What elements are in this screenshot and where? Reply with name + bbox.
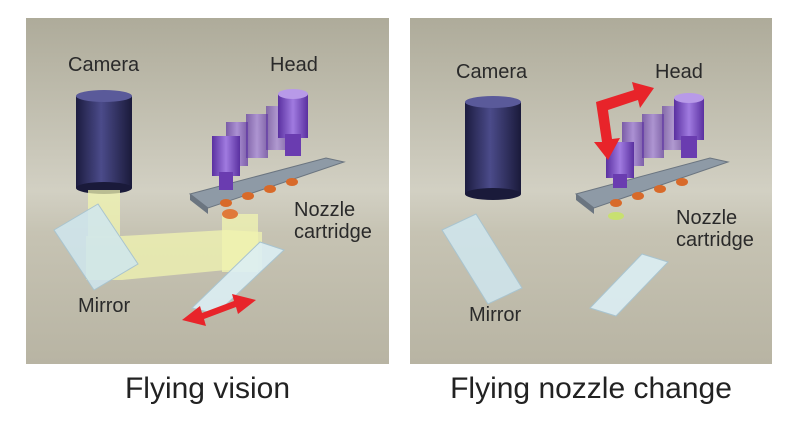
mirror-label: Mirror (78, 295, 131, 317)
head-label: Head (655, 61, 703, 83)
nozzle-cartridge-icon (188, 157, 346, 219)
mirror-label: Mirror (469, 304, 522, 326)
camera-label: Camera (456, 61, 528, 83)
mirror-icon (53, 203, 139, 291)
flying-nozzle-change-illustration (410, 18, 772, 364)
flying-vision-illustration (26, 18, 389, 364)
nozzle-cartridge-label-line1: Nozzle (294, 199, 356, 221)
nozzle-cartridge-label-line2: cartridge (676, 229, 754, 251)
flying-vision-panel: Camera Head Nozzle cartridge Mirror (26, 18, 389, 364)
flying-vision-caption: Flying vision (124, 372, 291, 405)
head-label: Head (270, 54, 318, 76)
nozzle-cartridge-label-line2: cartridge (294, 221, 372, 243)
nozzle-cartridge-label-line1: Nozzle (676, 207, 738, 229)
head-icon (212, 89, 308, 190)
camera-icon (465, 96, 521, 200)
mirror-icon (441, 213, 523, 305)
camera-icon (76, 90, 132, 194)
mirror-icon (589, 253, 669, 317)
double-arrow-icon (182, 294, 256, 326)
flying-nozzle-change-caption: Flying nozzle change (450, 372, 732, 405)
flying-nozzle-change-panel: Camera Head Nozzle cartridge Mirror (410, 18, 772, 364)
camera-label: Camera (68, 54, 140, 76)
nozzle-cartridge-icon (574, 157, 730, 220)
bent-arrow-icon (594, 82, 654, 160)
